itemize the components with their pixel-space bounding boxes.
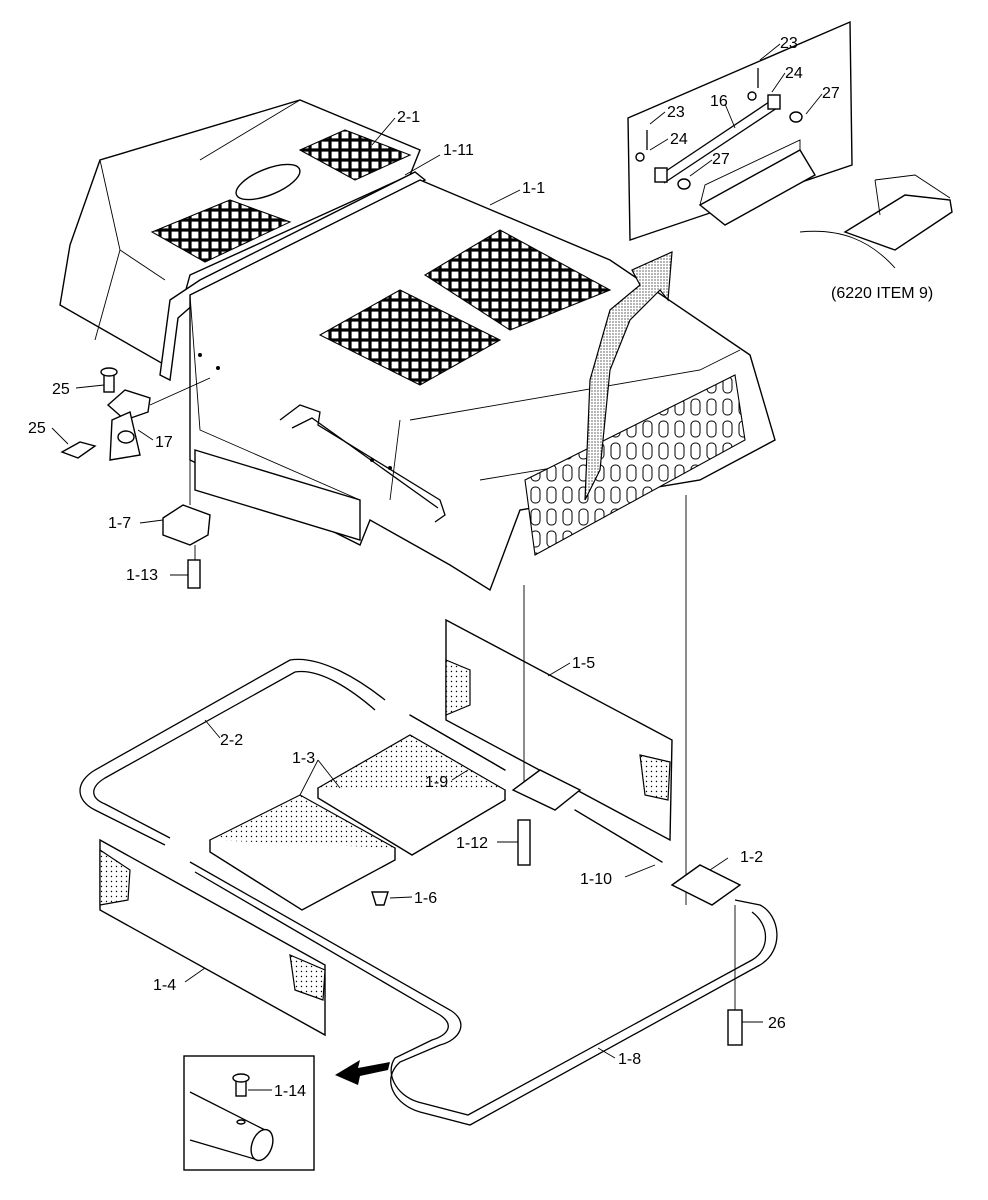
callout-24-lower: 24 xyxy=(670,131,688,148)
callout-1-11: 1-11 xyxy=(443,142,474,159)
callout-23-lower: 23 xyxy=(667,104,685,121)
leader-lines xyxy=(51,43,823,1091)
callout-25-upper: 25 xyxy=(52,381,70,398)
bolt-1-12 xyxy=(517,819,531,866)
frame-tube xyxy=(79,658,386,846)
callout-1-12: 1-12 xyxy=(456,835,488,852)
hinge-center xyxy=(511,769,582,811)
callout-23-upper: 23 xyxy=(780,35,798,52)
hinge-detail-box xyxy=(627,20,853,241)
bolt-26 xyxy=(727,1009,743,1046)
rear-vent-grid-2 xyxy=(298,129,412,181)
latch-assembly xyxy=(60,367,211,461)
callout-26: 26 xyxy=(768,1015,786,1032)
block xyxy=(162,504,211,546)
callout-1-1: 1-1 xyxy=(522,180,545,197)
clip-detail-box xyxy=(183,1055,315,1171)
bolt xyxy=(187,559,201,589)
callout-24-upper: 24 xyxy=(785,65,803,82)
callout-1-13: 1-13 xyxy=(126,567,158,584)
callout-1-8: 1-8 xyxy=(618,1051,641,1068)
callout-2-2: 2-2 xyxy=(220,732,243,749)
callout-1-9: 1-9 xyxy=(425,774,448,791)
callout-6220-item-9: (6220 ITEM 9) xyxy=(831,285,933,302)
callout-1-14: 1-14 xyxy=(274,1083,306,1100)
callout-25-lower: 25 xyxy=(28,420,46,437)
callout-1-4: 1-4 xyxy=(153,977,176,994)
roof-cover-assembly xyxy=(59,99,776,592)
callout-1-5: 1-5 xyxy=(572,655,595,672)
callout-1-2: 1-2 xyxy=(740,849,763,866)
rear-vent-grid xyxy=(150,199,292,263)
rivet xyxy=(371,891,389,906)
callout-16: 16 xyxy=(710,93,728,110)
callout-27-lower: 27 xyxy=(712,151,730,168)
detail-arrow-left xyxy=(335,1060,390,1085)
side-vent-slots xyxy=(524,374,746,556)
hinge-right xyxy=(670,864,742,906)
detail-arrow-up xyxy=(584,251,673,501)
callout-27-upper: 27 xyxy=(822,85,840,102)
callout-1-3: 1-3 xyxy=(292,750,315,767)
main-vent-grid-1 xyxy=(318,289,502,386)
callout-1-10: 1-10 xyxy=(580,871,612,888)
callout-17: 17 xyxy=(155,434,173,451)
callout-1-7: 1-7 xyxy=(108,515,131,532)
main-vent-grid-2 xyxy=(423,229,612,331)
callout-1-6: 1-6 xyxy=(414,890,437,907)
long-frame-tube xyxy=(189,861,778,1126)
reference-bracket xyxy=(799,174,953,269)
callout-2-1: 2-1 xyxy=(397,109,420,126)
